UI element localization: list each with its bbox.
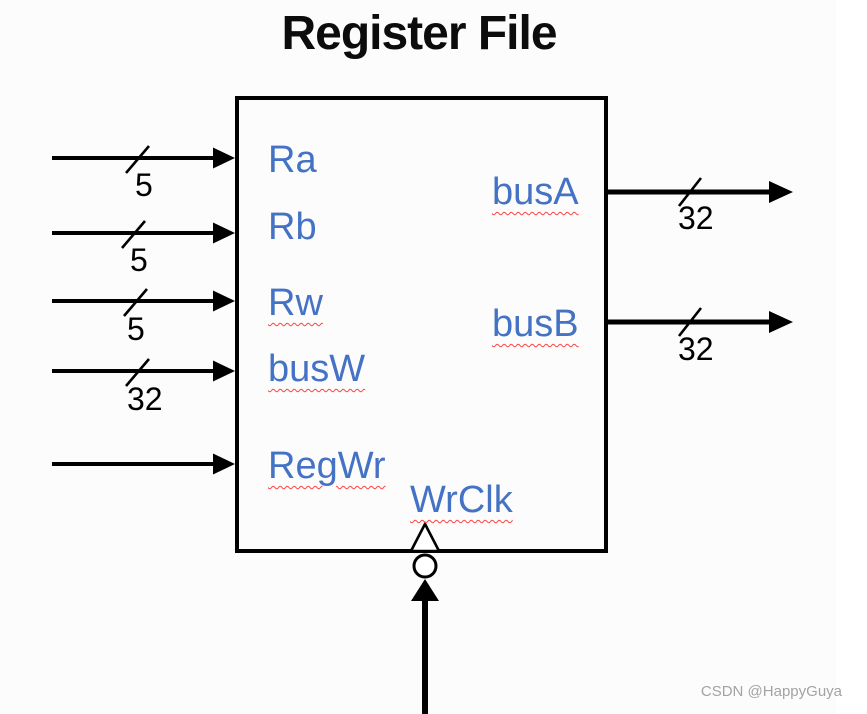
bus-width-label-rb: 5 [130, 242, 148, 278]
bus-slash-busa [677, 177, 703, 207]
bus-width-label-busa: 32 [678, 200, 714, 236]
bus-slash-busw [125, 358, 150, 387]
bus-width-label-busb: 32 [678, 331, 714, 367]
arrowhead-ra [213, 147, 235, 169]
arrowhead-wrclk [411, 579, 439, 601]
diagram-title: Register File [281, 7, 557, 60]
output-wire-busa [608, 177, 793, 207]
bus-slash-busb [677, 307, 703, 337]
input-wire-rb [52, 220, 235, 249]
input-wire-ra [52, 145, 235, 174]
port-label-busa: busA [492, 171, 579, 213]
input-wire-busw [52, 358, 235, 387]
arrowhead-rb [213, 222, 235, 244]
input-wire-rw [52, 288, 235, 317]
port-label-wrclk: WrClk [410, 479, 513, 521]
arrowhead-busa [769, 181, 793, 203]
bus-width-label-ra: 5 [135, 167, 153, 203]
bus-slash-ra [125, 145, 150, 174]
watermark: CSDN @HappyGuya [700, 683, 842, 700]
bus-width-label-rw: 5 [127, 311, 145, 347]
bus-slash-rb [121, 220, 146, 249]
bus-width-label-busw: 32 [127, 381, 163, 417]
port-label-regwr: RegWr [268, 445, 386, 487]
arrowhead-rw [213, 290, 235, 312]
port-label-ra: Ra [268, 139, 317, 181]
arrowhead-busb [769, 311, 793, 333]
port-label-rb: Rb [268, 206, 317, 248]
port-label-rw: Rw [268, 282, 323, 324]
port-label-busw: busW [268, 348, 366, 390]
output-wire-busb [608, 307, 793, 337]
bus-slash-rw [123, 288, 148, 317]
input-wire-regwr [52, 453, 235, 475]
clock-input-wrclk [408, 521, 442, 714]
port-label-busb: busB [492, 303, 579, 345]
arrowhead-regwr [213, 453, 235, 475]
clock-edge-triangle-icon [408, 521, 442, 553]
arrowhead-busw [213, 360, 235, 382]
clock-bubble-icon [412, 553, 438, 579]
